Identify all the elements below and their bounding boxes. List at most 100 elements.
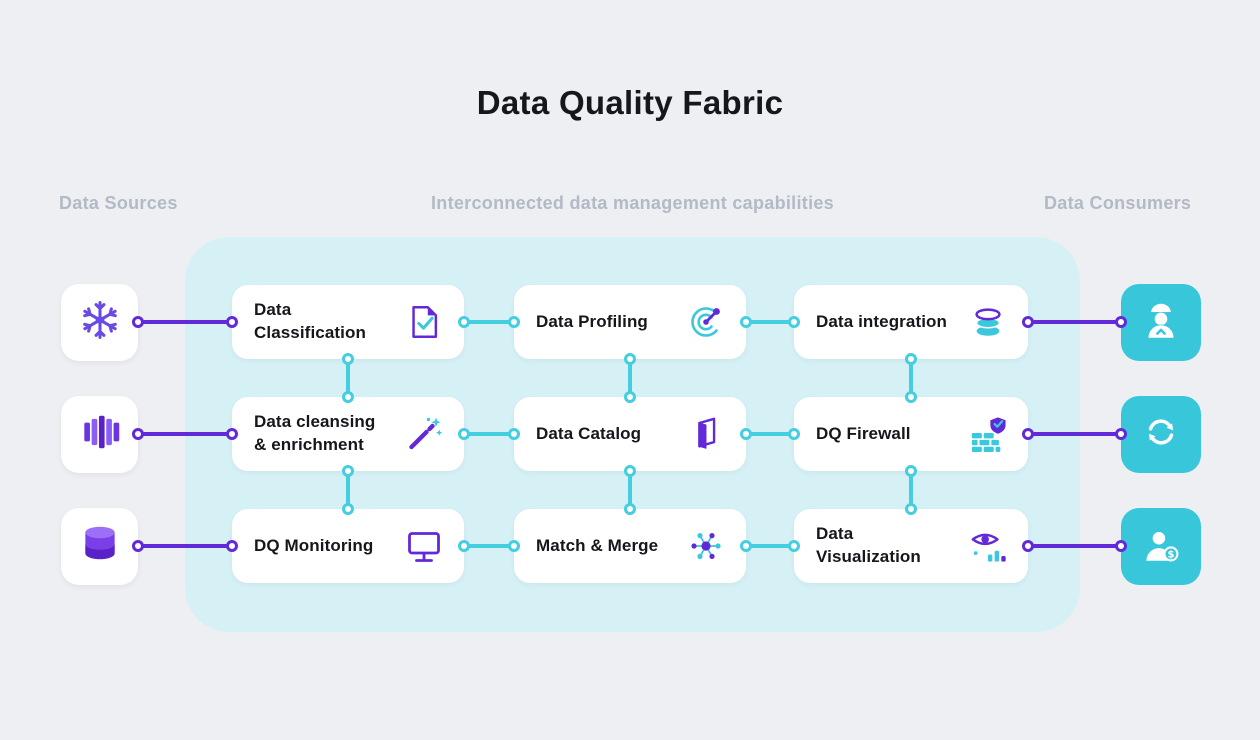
data-sources-label: Data Sources bbox=[59, 193, 178, 213]
connector-dot bbox=[788, 540, 800, 552]
connector-dot bbox=[458, 316, 470, 328]
capabilities-label: Interconnected data management capabilit… bbox=[430, 193, 834, 213]
data-consumers-label: Data Consumers bbox=[1044, 193, 1192, 213]
capability-label: Data Catalog bbox=[536, 423, 642, 443]
connector-line bbox=[909, 358, 913, 398]
capability-label: Data Visualization bbox=[816, 524, 921, 566]
connector-line bbox=[137, 320, 233, 324]
connector-line bbox=[745, 432, 795, 436]
capability-label: Data cleansing & enrichment bbox=[254, 412, 376, 454]
connector-dot bbox=[458, 540, 470, 552]
connector-col2-col3-row2 bbox=[740, 428, 800, 440]
source-snowflake bbox=[61, 284, 138, 361]
card-data-cleansing-enrichment: Data cleansing & enrichment bbox=[232, 397, 464, 471]
document-check-icon bbox=[402, 303, 446, 341]
connector-dot bbox=[1115, 428, 1127, 440]
connector-col2-col3-row3 bbox=[740, 540, 800, 552]
capability-label: Data Profiling bbox=[536, 311, 648, 331]
connector-dot bbox=[624, 503, 636, 515]
profiling-gauge-icon bbox=[684, 302, 728, 342]
card-data-catalog: Data Catalog bbox=[514, 397, 746, 471]
connector-line bbox=[1027, 320, 1122, 324]
connector-dot bbox=[342, 353, 354, 365]
card-data-integration: Data integration bbox=[794, 285, 1028, 359]
connector-dot bbox=[624, 353, 636, 365]
connector-line bbox=[463, 432, 515, 436]
connector-dot bbox=[458, 428, 470, 440]
connector-line bbox=[909, 470, 913, 510]
connector-dot bbox=[342, 503, 354, 515]
connector-dot bbox=[905, 391, 917, 403]
capability-label: Data Classification bbox=[254, 300, 366, 342]
connector-dot bbox=[1115, 316, 1127, 328]
capability-label: DQ Firewall bbox=[816, 423, 911, 443]
eye-chart-icon bbox=[966, 527, 1010, 565]
consumer-engineer bbox=[1121, 284, 1201, 361]
connector-dot bbox=[1022, 540, 1034, 552]
connector-col1-col2-row1 bbox=[458, 316, 520, 328]
connector-dot bbox=[624, 391, 636, 403]
capability-label: DQ Monitoring bbox=[254, 535, 374, 555]
connector-line bbox=[745, 320, 795, 324]
connector-dot bbox=[1115, 540, 1127, 552]
connector-consumer-row2 bbox=[1022, 428, 1127, 440]
connector-dot bbox=[905, 503, 917, 515]
source-warehouse bbox=[61, 396, 138, 473]
connector-line bbox=[137, 432, 233, 436]
capability-label: Match & Merge bbox=[536, 535, 659, 555]
firewall-shield-icon bbox=[966, 415, 1010, 453]
connector-line bbox=[463, 320, 515, 324]
database-cylinder-icon bbox=[77, 521, 123, 572]
connector-dot bbox=[226, 428, 238, 440]
connector-dot bbox=[905, 465, 917, 477]
connector-line bbox=[628, 470, 632, 510]
connector-dot bbox=[788, 428, 800, 440]
card-match-merge: Match & Merge bbox=[514, 509, 746, 583]
connector-col2-row2-row3 bbox=[624, 465, 636, 515]
connector-dot bbox=[788, 316, 800, 328]
page-title: Data Quality Fabric bbox=[476, 84, 784, 121]
connector-line bbox=[346, 470, 350, 510]
connector-dot bbox=[508, 428, 520, 440]
connector-line bbox=[463, 544, 515, 548]
engineer-user-icon bbox=[1138, 297, 1184, 348]
connector-dot bbox=[132, 540, 144, 552]
source-database bbox=[61, 508, 138, 585]
connector-line bbox=[1027, 544, 1122, 548]
connector-source-row2 bbox=[132, 428, 238, 440]
business-user-dollar-icon: $ bbox=[1138, 521, 1184, 572]
connector-col1-col2-row2 bbox=[458, 428, 520, 440]
card-data-visualization: Data Visualization bbox=[794, 509, 1028, 583]
capability-label: Data integration bbox=[816, 311, 948, 331]
connector-line bbox=[346, 358, 350, 398]
sync-arrows-icon bbox=[1138, 409, 1184, 460]
connector-col2-row1-row2 bbox=[624, 353, 636, 403]
connector-dot bbox=[1022, 316, 1034, 328]
catalog-book-icon bbox=[684, 415, 728, 453]
network-merge-icon bbox=[684, 526, 728, 566]
connector-dot bbox=[508, 316, 520, 328]
connector-dot bbox=[740, 428, 752, 440]
connector-line bbox=[137, 544, 233, 548]
connector-line bbox=[745, 544, 795, 548]
connector-consumer-row3 bbox=[1022, 540, 1127, 552]
connector-col3-row1-row2 bbox=[905, 353, 917, 403]
connector-dot bbox=[132, 428, 144, 440]
connector-line bbox=[1027, 432, 1122, 436]
database-stack-icon bbox=[966, 303, 1010, 341]
card-dq-monitoring: DQ Monitoring bbox=[232, 509, 464, 583]
connector-dot bbox=[226, 316, 238, 328]
connector-col1-row2-row3 bbox=[342, 465, 354, 515]
consumer-sync bbox=[1121, 396, 1201, 473]
connector-dot bbox=[905, 353, 917, 365]
card-data-classification: Data Classification bbox=[232, 285, 464, 359]
warehouse-columns-icon bbox=[77, 409, 123, 460]
connector-dot bbox=[1022, 428, 1034, 440]
connector-col2-col3-row1 bbox=[740, 316, 800, 328]
card-dq-firewall: DQ Firewall bbox=[794, 397, 1028, 471]
connector-source-row3 bbox=[132, 540, 238, 552]
consumer-business-user: $ bbox=[1121, 508, 1201, 585]
snowflake-icon bbox=[76, 296, 124, 349]
connector-dot bbox=[342, 391, 354, 403]
